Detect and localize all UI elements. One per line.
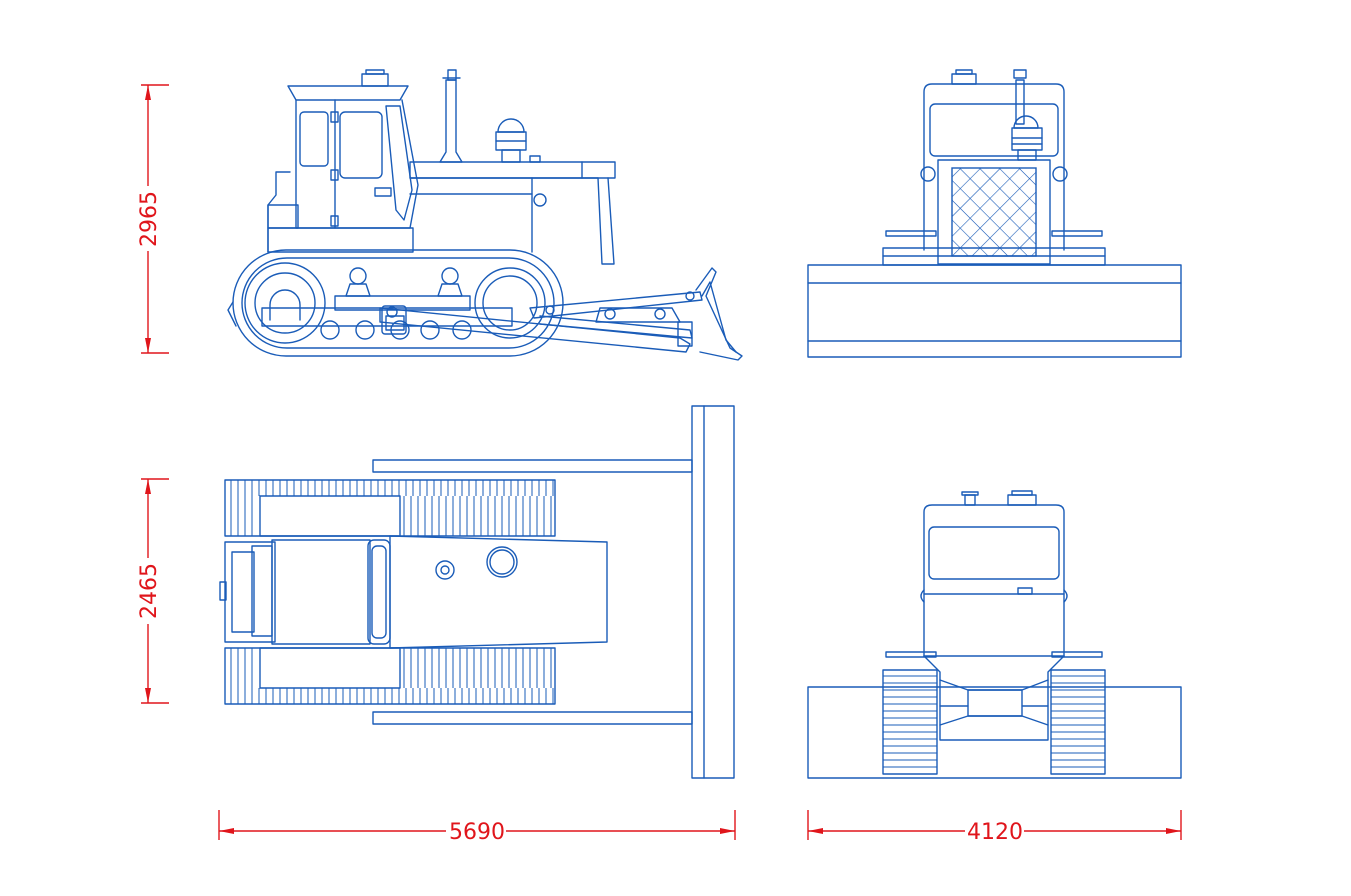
rear-track-left (882, 669, 938, 775)
length-dimension-label: 5690 (449, 820, 505, 845)
radiator-grille-mesh (951, 167, 1037, 257)
rear-track-right (1050, 669, 1106, 775)
width-dimension-label: 2465 (137, 563, 162, 619)
idler-wheel (244, 262, 326, 344)
cab-roof (287, 85, 409, 101)
top-track-upper (224, 479, 556, 537)
side-blade (695, 267, 743, 361)
push-arm (379, 307, 691, 353)
track-treads-upper (230, 480, 554, 536)
dimension-width: 2465 (137, 478, 169, 704)
rear-window (928, 526, 1060, 580)
air-cleaner (497, 118, 525, 133)
lift-cylinder (529, 291, 703, 319)
front-cab (923, 83, 1065, 251)
front-view (807, 69, 1182, 358)
front-windshield (929, 103, 1059, 157)
cab-body (295, 99, 419, 229)
rear-cab (923, 504, 1065, 657)
top-cab (271, 539, 371, 645)
cab-window-front (385, 105, 413, 221)
side-view (227, 69, 743, 361)
top-push-arm-upper (372, 459, 693, 473)
dimension-length: 5690 (218, 810, 736, 845)
rear-view (807, 490, 1182, 779)
side-track-inner (241, 257, 555, 349)
track-treads-lower (230, 648, 554, 704)
top-push-arm-lower (372, 711, 693, 725)
dimension-blade-width: 4120 (807, 810, 1182, 845)
side-track-outer (232, 249, 564, 357)
engine-hood (409, 177, 533, 253)
radiator-grille-frame (937, 159, 1051, 265)
blade-width-dimension-label: 4120 (967, 820, 1023, 845)
rear-track-treads (883, 675, 1105, 768)
height-dimension-label: 2965 (137, 191, 162, 247)
exhaust-pipe (439, 79, 463, 163)
top-track-lower (224, 647, 556, 705)
dimension-height: 2965 (137, 84, 169, 354)
top-view (219, 405, 735, 779)
rear-blade (807, 686, 1182, 779)
top-engine-hood (389, 535, 608, 649)
top-blade (691, 405, 735, 779)
sprocket-wheel (474, 267, 546, 339)
cab-window-rear (299, 111, 329, 167)
front-blade (807, 264, 1182, 358)
cab-window-side (339, 111, 383, 179)
